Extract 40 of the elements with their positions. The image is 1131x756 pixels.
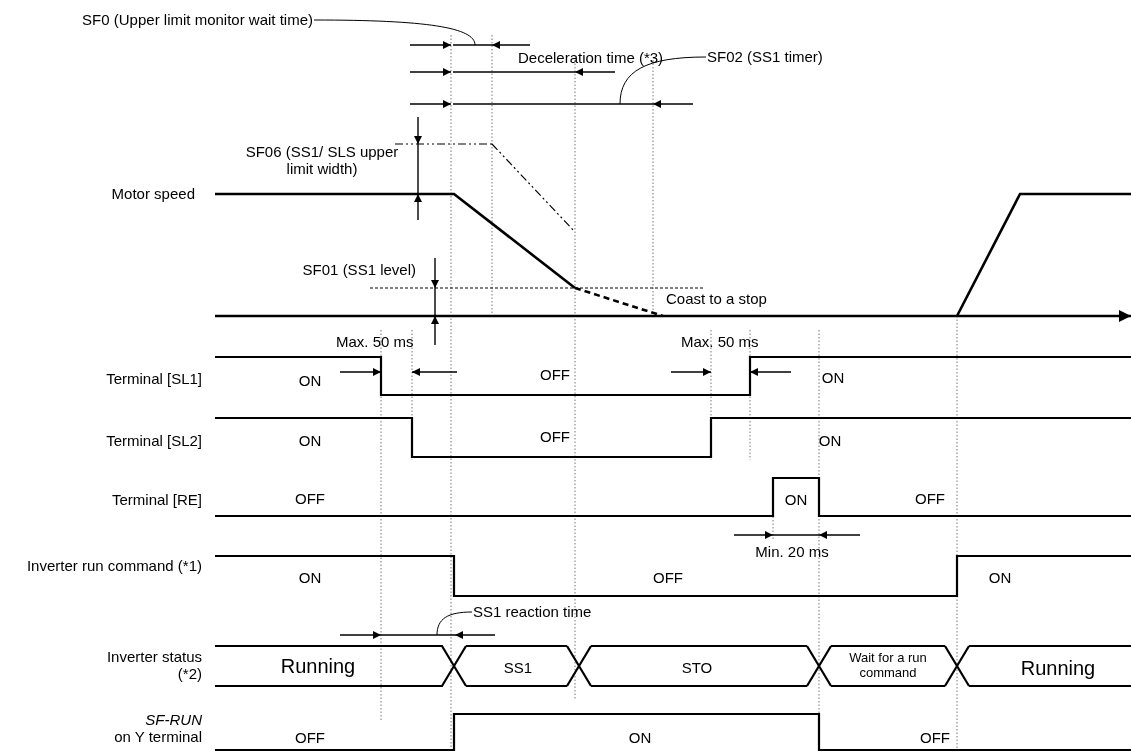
state-label: ON xyxy=(818,432,842,450)
state-label: OFF xyxy=(540,428,570,446)
state-label: ON xyxy=(298,569,322,587)
signal-name: Motor speed xyxy=(111,185,195,203)
signal-name: Inverter status (*2) xyxy=(105,647,202,683)
leader-line xyxy=(436,611,473,636)
state-label: OFF xyxy=(295,729,325,747)
state-label: Running xyxy=(1020,656,1096,680)
annotation: SF01 (SS1 level) xyxy=(302,261,416,279)
dimension-label: Max. 50 ms xyxy=(681,333,759,351)
annotation: SF0 (Upper limit monitor wait time) xyxy=(82,11,313,29)
annotation: SF06 (SS1/ SLS upper limit width) xyxy=(244,142,400,178)
leader-line xyxy=(313,19,476,46)
signal-name: Inverter run command (*1) xyxy=(25,557,202,575)
state-label: OFF xyxy=(920,729,950,747)
signal-name: Terminal [RE] xyxy=(111,491,202,509)
state-label: ON xyxy=(628,729,652,747)
state-label: OFF xyxy=(915,490,945,508)
state-label: ON xyxy=(298,372,322,390)
state-label: OFF xyxy=(653,569,683,587)
signal-name: SF-RUN on Y terminal xyxy=(113,710,202,746)
state-label: ON xyxy=(988,569,1012,587)
state-label: ON xyxy=(821,369,845,387)
state-label: STO xyxy=(681,659,713,677)
state-label: Wait for a run command xyxy=(848,651,928,681)
dimension-label: Max. 50 ms xyxy=(336,333,414,351)
signal-name: Terminal [SL1] xyxy=(106,370,202,388)
state-label: OFF xyxy=(540,366,570,384)
dimension-label: Min. 20 ms xyxy=(755,543,829,561)
leader-line xyxy=(619,56,707,105)
state-label: OFF xyxy=(295,490,325,508)
state-label: ON xyxy=(298,432,322,450)
annotation: SF02 (SS1 timer) xyxy=(707,48,823,66)
signal-name: Terminal [SL2] xyxy=(106,432,202,450)
annotation: Deceleration time (*3) xyxy=(518,49,664,67)
state-label: Running xyxy=(280,654,356,678)
annotation: Coast to a stop xyxy=(666,290,767,308)
state-label: ON xyxy=(784,491,808,509)
annotation: SS1 reaction time xyxy=(473,603,592,621)
state-label: SS1 xyxy=(503,659,533,677)
